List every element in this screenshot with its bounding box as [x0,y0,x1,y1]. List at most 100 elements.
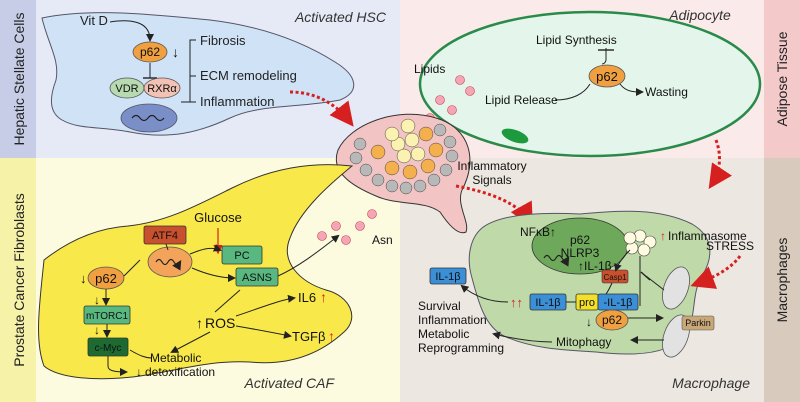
caf-mtorc1: mTORC1 [86,311,128,322]
hsc-p62-oval [132,41,168,63]
macro-outcome-inflammation: Inflammation [418,313,487,327]
caf-ros-arrow: ↑ [196,315,203,331]
macro-outcome-reprogramming: Reprogramming [418,341,504,355]
asn-droplet [331,221,341,231]
inflammasome-up-arrow: ↑ [660,229,666,243]
tumor-cells-gray [349,123,459,195]
caf-asn: Asn [372,233,393,247]
caf-atf4-box [143,225,187,245]
caf-p62-arrow: ↓ [80,271,87,286]
macro-il1b-nucleus: ↑IL-1β [578,259,612,273]
il1b-out-box [429,267,467,285]
caf-to-asns-arrow [191,267,236,282]
inflammasome-to-casp1 [614,249,631,272]
hsc-p62-label: p62 [140,45,160,59]
caf-dna-icon [155,258,182,271]
adipocyte-lipid-synthesis: Lipid Synthesis [536,33,617,47]
title-adipocyte: Adipocyte [668,7,731,23]
mito-inhibit-bar [640,271,651,281]
macro-il1b-mid: IL-1β [535,297,560,309]
macro-outcome-survival: Survival [418,299,461,313]
title-activated-hsc: Activated HSC [294,9,387,25]
caf-ros-to-tgfb [235,325,292,339]
caf-ros-inhibit-line [214,289,241,313]
caf-asns-box [235,267,279,287]
caf-atf4-line [165,243,169,251]
pro-il1b-box [597,293,639,311]
adipocyte-p62-label: p62 [596,69,618,84]
adipocyte-lipids: Lipids [414,62,445,76]
caf-cmyc-to-detox [107,356,128,376]
asn-droplet [317,231,327,241]
hsc-outcome-fibrosis: Fibrosis [200,33,246,48]
mitochondrion-icon [662,266,690,310]
lipid-droplet [465,86,475,96]
asn-droplet [355,221,365,231]
caf-mtorc1-side-arrow: ↓ [94,293,100,307]
title-macrophage: Macrophage [672,375,750,391]
side-label-adipose: Adipose Tissue [774,31,790,126]
caf-asns: ASNS [242,272,272,284]
hsc-outcome-ecm: ECM remodeling [200,68,297,83]
hsc-nucleus [120,103,178,133]
caf-cell-body [38,164,354,380]
hsc-to-tissue-arrow [289,90,354,127]
tumor-cells-yellow [384,118,426,164]
caf-il6: IL6 [298,290,316,305]
lipid-droplet [447,105,457,115]
macro-stress: STRESS [706,239,754,253]
hsc-rxr-label: RXRα [147,83,177,95]
il1b-export-arrow [460,284,509,303]
macro-inflammasome: Inflammasome [668,229,747,243]
inflammatory-label: Inflammatory [457,159,526,173]
caf-cmyc-to-metabolic [129,349,153,359]
hsc-label-band [0,0,36,158]
macro-il1b-out: IL-1β [435,271,460,283]
parkin-box [681,315,715,331]
lipid-droplet [455,75,465,85]
il1b-mid-box [529,293,567,311]
caf-ros-to-detox [170,331,211,353]
caf-nucleus [147,246,193,278]
macro-nfkb: NFκB↑ [520,225,556,239]
caf-label-band [0,158,36,402]
macro-double-up: ↑↑ [510,295,523,310]
macro-mitophagy: Mitophagy [556,335,611,349]
hsc-vitd-arrow [109,20,154,42]
side-label-macrophages: Macrophages [774,238,790,323]
title-activated-caf: Activated CAF [244,375,336,391]
hsc-rxr-oval [143,77,181,99]
caf-cmyc: c-Myc [95,343,122,354]
caf-pc: PC [234,250,249,262]
caf-tgfb-up-arrow: ↑ [328,328,335,344]
side-label-hsc: Hepatic Stellate Cells [11,12,27,145]
hsc-dna-icon [131,114,165,122]
hsc-p62-down-arrow: ↓ [172,44,179,60]
hsc-outcome-inflammation: Inflammation [200,94,274,109]
macro-pro: pro [579,297,595,309]
caf-glucose: Glucose [194,210,242,225]
macro-dna-icon [543,254,570,267]
macrophage-label-band [764,158,800,402]
caf-to-pc-arrow [189,244,222,255]
caf-tgfb: TGFβ [292,329,325,344]
caf-cmyc-side-arrow: ↓ [94,323,100,337]
hsc-vitd-label: Vit D [80,13,108,28]
adipocyte-inhibit-line [601,48,607,65]
macro-p62-low: p62 [602,313,622,327]
caf-detoxification: detoxification [145,365,215,379]
adipose-label-band [764,0,800,158]
hsc-vdr-label: VDR [115,83,138,95]
adipocyte-wasting-arrow [619,83,644,96]
caf-detox-arrow: ↓ [136,365,142,379]
adipocyte-p62-oval [588,64,626,88]
hsc-outcome-bracket [181,39,196,103]
tumor-cells-orange [370,126,444,180]
mitophagy-to-outcome-arrow [492,331,553,343]
hsc-cell-body [41,12,355,136]
lipid-droplet [435,95,445,105]
caf-asn-out-arrow [277,234,340,277]
macro-pro-il1b: -IL-1β [604,297,633,309]
